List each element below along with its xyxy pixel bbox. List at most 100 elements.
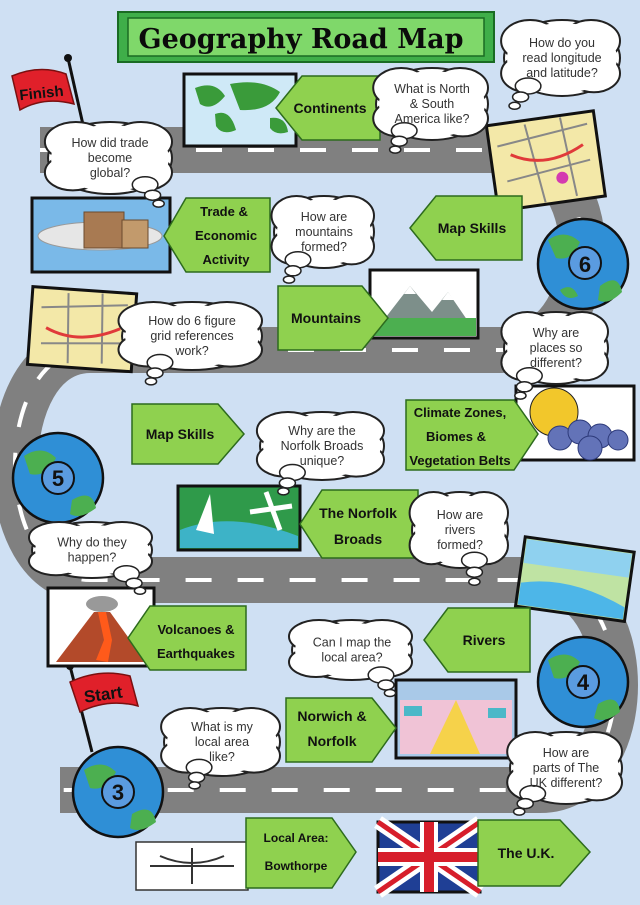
picture-rivers bbox=[513, 535, 636, 624]
topic-label: Climate Zones, bbox=[414, 405, 506, 420]
question-text: happen? bbox=[68, 551, 117, 565]
finish-label: Finish bbox=[19, 83, 65, 105]
question-text: like? bbox=[209, 750, 235, 764]
globe-year-3: 3 bbox=[71, 745, 165, 839]
thought-bubble-icon bbox=[160, 707, 281, 790]
page-title: Geography Road Map bbox=[139, 24, 464, 55]
question-text: How are bbox=[301, 210, 348, 224]
topic-label: Norfolk bbox=[308, 733, 357, 749]
question-text: & South bbox=[410, 97, 455, 111]
question-text: What is North bbox=[394, 82, 470, 96]
year-number: 4 bbox=[577, 670, 590, 695]
picture-climate bbox=[514, 384, 636, 462]
topic-label: Local Area: bbox=[264, 831, 329, 845]
topic-label: Continents bbox=[293, 100, 366, 116]
thought-bubble-icon bbox=[372, 67, 489, 154]
topic-label: Trade & bbox=[200, 204, 248, 219]
year-number: 6 bbox=[579, 252, 591, 277]
globe-year-4: 4 bbox=[536, 635, 630, 729]
question-text: read longitude bbox=[522, 51, 601, 65]
finish-flag: Finish bbox=[11, 54, 88, 139]
thought-bubble-icon bbox=[500, 19, 622, 111]
topic-label: Mountains bbox=[291, 310, 361, 326]
thought-bubble-icon bbox=[506, 731, 623, 816]
globe-icon bbox=[536, 217, 630, 311]
question-text: Why are bbox=[533, 326, 580, 340]
topic-mountains: Mountains bbox=[277, 285, 389, 351]
question-text: different? bbox=[530, 356, 582, 370]
topic-label: Vegetation Belts bbox=[409, 453, 510, 468]
topic-label: Rivers bbox=[463, 632, 506, 648]
question-text: mountains bbox=[295, 225, 353, 239]
question-text: America like? bbox=[394, 112, 469, 126]
question-text: global? bbox=[90, 166, 130, 180]
question-text: local area? bbox=[321, 651, 382, 665]
picture-trade bbox=[30, 196, 172, 274]
year-number: 5 bbox=[52, 466, 64, 491]
question-text: What is my bbox=[191, 720, 254, 734]
picture-map-skills-top bbox=[484, 109, 608, 213]
question-text: parts of The bbox=[533, 761, 600, 775]
title-banner: Geography Road Map bbox=[117, 11, 495, 63]
question-text: unique? bbox=[300, 454, 345, 468]
question-text: Norfolk Broads bbox=[281, 439, 364, 453]
topic-label: Economic bbox=[195, 228, 257, 243]
question-text: local area bbox=[195, 735, 249, 749]
topic-local-area: Local Area: Bowthorpe bbox=[245, 817, 357, 889]
globe-year-6: 6 bbox=[536, 217, 630, 311]
year-number: 3 bbox=[112, 780, 124, 805]
question-text: How do you bbox=[529, 36, 595, 50]
thought-bubble-icon bbox=[288, 619, 413, 698]
question-text: Why are the bbox=[288, 424, 355, 438]
topic-label: Earthquakes bbox=[157, 646, 235, 661]
question-text: Can I map the bbox=[313, 636, 392, 650]
picture-bowthorpe bbox=[135, 841, 249, 891]
topic-uk: The U.K. bbox=[477, 819, 592, 887]
question-text: How did trade bbox=[71, 136, 148, 150]
picture-union-flag bbox=[374, 816, 484, 898]
question-text: and latitude? bbox=[526, 66, 598, 80]
globe-icon bbox=[536, 635, 630, 729]
question-text: become bbox=[88, 151, 133, 165]
question-text: How are bbox=[543, 746, 590, 760]
topic-label: Broads bbox=[334, 531, 382, 547]
question-text: grid references bbox=[150, 329, 233, 343]
topic-label: Biomes & bbox=[426, 429, 486, 444]
question-text: places so bbox=[530, 341, 583, 355]
topic-label: Bowthorpe bbox=[265, 859, 328, 873]
picture-map-skills-left bbox=[25, 285, 139, 374]
thought-bubble-icon bbox=[117, 301, 263, 386]
picture-mountains bbox=[368, 268, 480, 340]
question-text: UK different? bbox=[530, 776, 603, 790]
thought-bubble-icon bbox=[255, 411, 386, 496]
question-text: formed? bbox=[301, 240, 347, 254]
question-text: formed? bbox=[437, 538, 483, 552]
question-text: Why do they bbox=[57, 536, 127, 550]
start-flag: Start bbox=[66, 662, 140, 753]
topic-norwich: Norwich & Norfolk bbox=[285, 697, 397, 763]
thought-bubble-icon bbox=[270, 195, 375, 284]
topic-label: Map Skills bbox=[438, 220, 507, 236]
topic-rivers: Rivers bbox=[423, 607, 531, 673]
question-text: How are bbox=[437, 508, 484, 522]
thought-bubble-icon bbox=[408, 491, 509, 587]
picture-norfolk-broads bbox=[176, 484, 302, 552]
globe-year-5: 5 bbox=[11, 431, 105, 525]
globe-icon bbox=[71, 745, 165, 839]
topic-label: Activity bbox=[203, 252, 251, 267]
topic-label: Norwich & bbox=[297, 708, 366, 724]
globe-icon bbox=[11, 431, 105, 525]
thought-bubble-icon bbox=[500, 311, 609, 400]
topic-map-skills-year5: Map Skills bbox=[131, 403, 245, 465]
